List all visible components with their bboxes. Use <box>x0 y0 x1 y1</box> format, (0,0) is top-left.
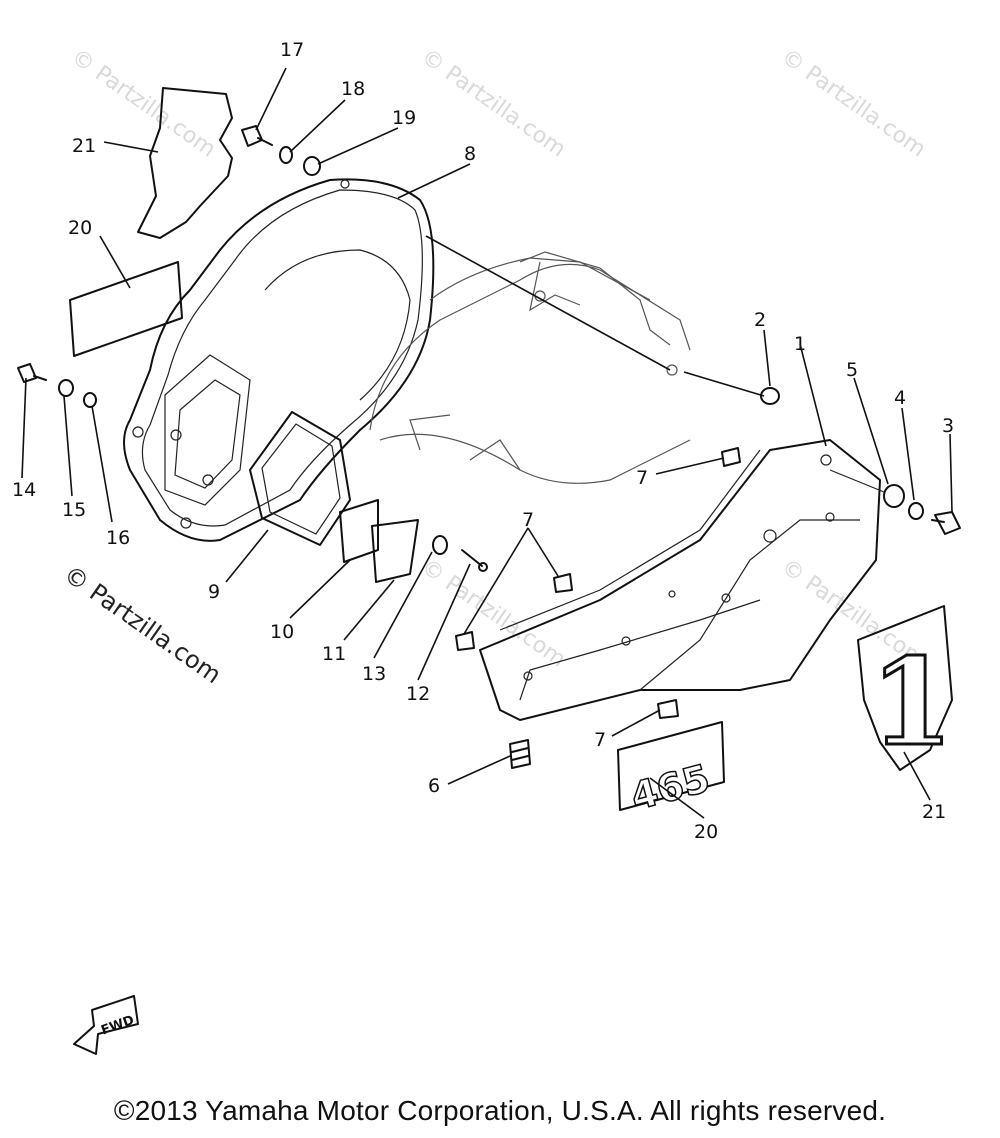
washer-5 <box>883 484 905 508</box>
decal-number-1-text: 1 <box>870 632 954 773</box>
leader-2 <box>763 329 771 387</box>
leader-7a <box>655 457 725 475</box>
leader-7c <box>611 709 661 737</box>
callout-16: 16 <box>106 527 130 549</box>
leader-20a <box>99 235 131 289</box>
leader-1 <box>799 343 827 447</box>
leader-frame <box>425 235 671 371</box>
callout-19: 19 <box>392 107 416 129</box>
damper-7 <box>455 631 475 651</box>
callout-15: 15 <box>62 499 86 521</box>
leader-8 <box>397 163 471 199</box>
leader-14 <box>21 377 27 479</box>
leader-frame-2 <box>683 371 765 397</box>
callout-9: 9 <box>208 581 220 603</box>
decal-465 <box>617 721 725 811</box>
callout-17: 17 <box>280 39 304 61</box>
leader-12 <box>417 563 471 681</box>
leader-18 <box>289 99 346 153</box>
callout-21: 21 <box>922 801 946 823</box>
frame-outline <box>369 251 691 484</box>
bolt-14 <box>17 363 47 383</box>
leader-21b <box>903 751 931 801</box>
leader-9 <box>225 529 269 583</box>
leader-16 <box>91 405 113 523</box>
washer-18 <box>279 146 293 164</box>
callout-11: 11 <box>322 643 346 665</box>
washer-19 <box>303 156 321 176</box>
leader-13 <box>373 551 433 659</box>
damper-6 <box>509 739 531 769</box>
grommet-2 <box>760 387 780 405</box>
leader-6 <box>447 755 511 785</box>
leader-19 <box>317 127 399 165</box>
callout-21: 21 <box>72 135 96 157</box>
damper-7 <box>721 447 741 467</box>
washer-16 <box>83 392 97 408</box>
callout-3: 3 <box>942 415 954 437</box>
callout-2: 2 <box>754 309 766 331</box>
leader-15 <box>63 395 73 497</box>
washer-15 <box>58 379 74 397</box>
side-cover-right <box>479 439 881 721</box>
callout-6: 6 <box>428 775 440 797</box>
callout-12: 12 <box>406 683 430 705</box>
leader-17 <box>255 67 287 131</box>
screw-12 <box>461 549 483 567</box>
callout-14: 14 <box>12 479 36 501</box>
callout-20: 20 <box>68 217 92 239</box>
leader-7b <box>463 527 559 635</box>
decal-465-text: 465 <box>626 756 714 819</box>
side-cover-left <box>123 178 435 542</box>
callout-10: 10 <box>270 621 294 643</box>
washer-4 <box>908 502 924 520</box>
leader-5 <box>853 377 889 485</box>
leader-4 <box>901 407 915 501</box>
callout-18: 18 <box>341 78 365 100</box>
damper-7 <box>553 573 573 593</box>
decal-number-1 <box>857 605 953 771</box>
damper-7 <box>657 699 679 719</box>
plate-10 <box>339 499 379 563</box>
watermark-dark: © Partzilla.com <box>59 560 227 689</box>
decal-21-left <box>137 87 233 239</box>
washer-13 <box>432 535 448 555</box>
gasket-9 <box>249 411 351 546</box>
callout-7: 7 <box>594 729 606 751</box>
callout-1: 1 <box>794 333 806 355</box>
leader-11 <box>343 579 395 641</box>
callout-8: 8 <box>464 143 476 165</box>
leader-3 <box>949 433 953 513</box>
callout-5: 5 <box>846 359 858 381</box>
copyright-notice: ©2013 Yamaha Motor Corporation, U.S.A. A… <box>113 1095 887 1126</box>
leader-10 <box>289 559 351 619</box>
bolt-3 <box>931 511 961 535</box>
watermark: © Partzilla.com <box>417 44 570 162</box>
watermark: © Partzilla.com <box>417 554 570 672</box>
callout-7: 7 <box>522 509 534 531</box>
fwd-label: FWD <box>99 1013 136 1039</box>
leader-21a <box>103 141 159 153</box>
bolt-17 <box>241 125 273 147</box>
callout-20: 20 <box>694 821 718 843</box>
decal-20-left <box>69 261 183 357</box>
watermark: © Partzilla.com <box>777 44 930 162</box>
callout-7: 7 <box>636 467 648 489</box>
plate-11 <box>371 519 419 583</box>
leader-20b <box>649 777 705 819</box>
fwd-arrow-icon <box>73 995 139 1055</box>
callout-13: 13 <box>362 663 386 685</box>
callout-4: 4 <box>894 387 906 409</box>
